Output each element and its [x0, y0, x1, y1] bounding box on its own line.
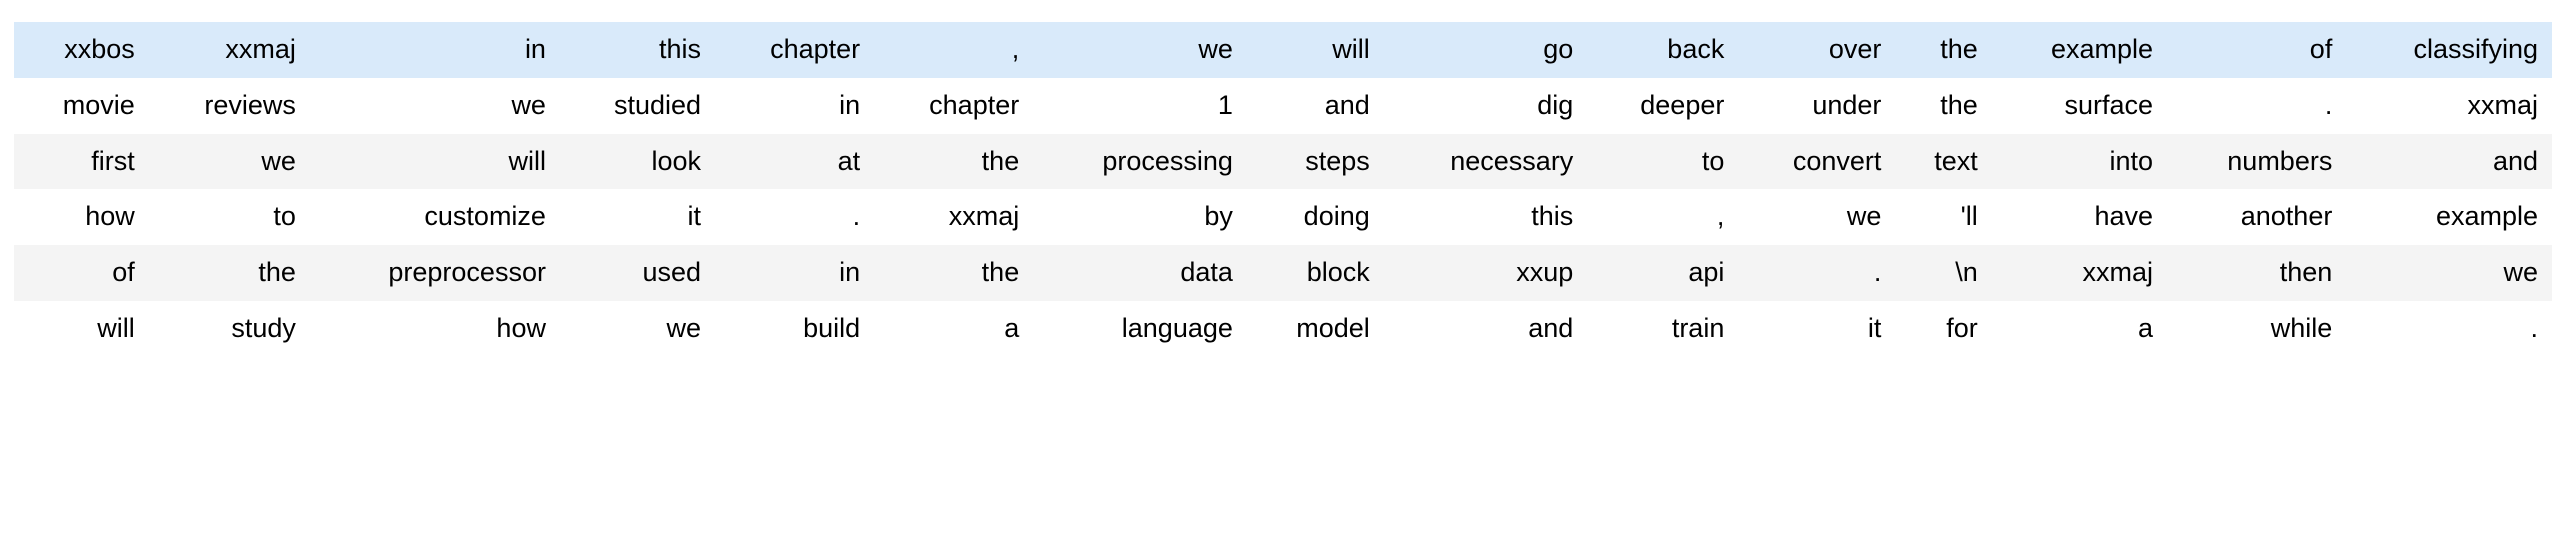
table-cell: another — [2167, 189, 2347, 245]
table-cell: we — [309, 77, 560, 134]
table-cell: the — [1895, 77, 1992, 134]
table-cell: train — [1587, 300, 1739, 357]
table-cell: how — [14, 189, 149, 245]
table-cell: of — [2167, 22, 2347, 78]
table-cell: \n — [1895, 245, 1992, 301]
table-cell: first — [14, 133, 149, 190]
table-cell: model — [1246, 300, 1384, 357]
table-cell: customize — [309, 189, 560, 245]
table-cell: the — [1895, 22, 1992, 78]
table-body: xxbos xxmaj in this chapter , we will go… — [14, 22, 2552, 357]
table-cell: xxmaj — [148, 22, 310, 78]
table-cell: example — [2346, 189, 2552, 245]
table-cell: a — [874, 300, 1034, 357]
table-cell: doing — [1246, 189, 1384, 245]
table-row: of the preprocessor used in the data blo… — [14, 245, 2552, 301]
table-cell: used — [559, 245, 716, 301]
table-cell: we — [148, 133, 310, 190]
table-cell: example — [1991, 22, 2168, 78]
table-cell: we — [1033, 22, 1247, 78]
table-cell: and — [1383, 300, 1588, 357]
table-cell: to — [148, 189, 310, 245]
table-cell: , — [1587, 189, 1739, 245]
table-cell: how — [309, 300, 560, 357]
table-cell: . — [2167, 77, 2347, 134]
table-cell: dig — [1383, 77, 1588, 134]
table-cell: data — [1033, 245, 1247, 301]
table-cell: the — [874, 245, 1034, 301]
table-cell: will — [309, 133, 560, 190]
table-cell: build — [715, 300, 875, 357]
table-cell: this — [1383, 189, 1588, 245]
table-cell: it — [1738, 300, 1896, 357]
table-cell: we — [2346, 245, 2552, 301]
table-cell: . — [715, 189, 875, 245]
table-row: xxbos xxmaj in this chapter , we will go… — [14, 22, 2552, 78]
table-cell: in — [715, 77, 875, 134]
table-cell: at — [715, 133, 875, 190]
table-cell: we — [1738, 189, 1896, 245]
table-row: movie reviews we studied in chapter 1 an… — [14, 77, 2552, 134]
table-cell: it — [559, 189, 716, 245]
table-cell: to — [1587, 133, 1739, 190]
table-cell: we — [559, 300, 716, 357]
table-cell: block — [1246, 245, 1384, 301]
table-cell: then — [2167, 245, 2347, 301]
table-cell: and — [1246, 77, 1384, 134]
table-cell: the — [874, 133, 1034, 190]
table-cell: api — [1587, 245, 1739, 301]
table-cell: over — [1738, 22, 1896, 78]
table-cell: surface — [1991, 77, 2168, 134]
table-cell: movie — [14, 77, 149, 134]
table-cell: . — [2346, 300, 2552, 357]
table-cell: look — [559, 133, 716, 190]
table-cell: xxmaj — [1991, 245, 2168, 301]
table-cell: convert — [1738, 133, 1896, 190]
table-cell: into — [1991, 133, 2168, 190]
table-row: first we will look at the processing ste… — [14, 133, 2552, 190]
table-cell: back — [1587, 22, 1739, 78]
table-cell: go — [1383, 22, 1588, 78]
table-cell: and — [2346, 133, 2552, 190]
table-cell: necessary — [1383, 133, 1588, 190]
table-cell: steps — [1246, 133, 1384, 190]
table-cell: for — [1895, 300, 1992, 357]
table-cell: while — [2167, 300, 2347, 357]
table-cell: , — [874, 22, 1034, 78]
table-cell: preprocessor — [309, 245, 560, 301]
table-cell: 1 — [1033, 77, 1247, 134]
table-cell: xxup — [1383, 245, 1588, 301]
table-cell: xxbos — [14, 22, 149, 78]
table-cell: of — [14, 245, 149, 301]
table-cell: studied — [559, 77, 716, 134]
table-cell: will — [14, 300, 149, 357]
table-cell: classifying — [2346, 22, 2552, 78]
table-row: will study how we build a language model… — [14, 300, 2552, 357]
table-cell: a — [1991, 300, 2168, 357]
table-cell: will — [1246, 22, 1384, 78]
table-cell: have — [1991, 189, 2168, 245]
tokenized-text-table: xxbos xxmaj in this chapter , we will go… — [14, 22, 2552, 357]
table-cell: study — [148, 300, 310, 357]
table-cell: xxmaj — [874, 189, 1034, 245]
table-cell: language — [1033, 300, 1247, 357]
table-cell: chapter — [874, 77, 1034, 134]
table-cell: text — [1895, 133, 1992, 190]
table-cell: 'll — [1895, 189, 1992, 245]
table-cell: this — [559, 22, 716, 78]
table-cell: in — [715, 245, 875, 301]
table-cell: xxmaj — [2346, 77, 2552, 134]
table-cell: processing — [1033, 133, 1247, 190]
table-cell: deeper — [1587, 77, 1739, 134]
table-cell: numbers — [2167, 133, 2347, 190]
table-cell: under — [1738, 77, 1896, 134]
table-cell: . — [1738, 245, 1896, 301]
table-cell: the — [148, 245, 310, 301]
table-cell: by — [1033, 189, 1247, 245]
table-cell: chapter — [715, 22, 875, 78]
table-row: how to customize it . xxmaj by doing thi… — [14, 189, 2552, 245]
table-cell: reviews — [148, 77, 310, 134]
table-cell: in — [309, 22, 560, 78]
